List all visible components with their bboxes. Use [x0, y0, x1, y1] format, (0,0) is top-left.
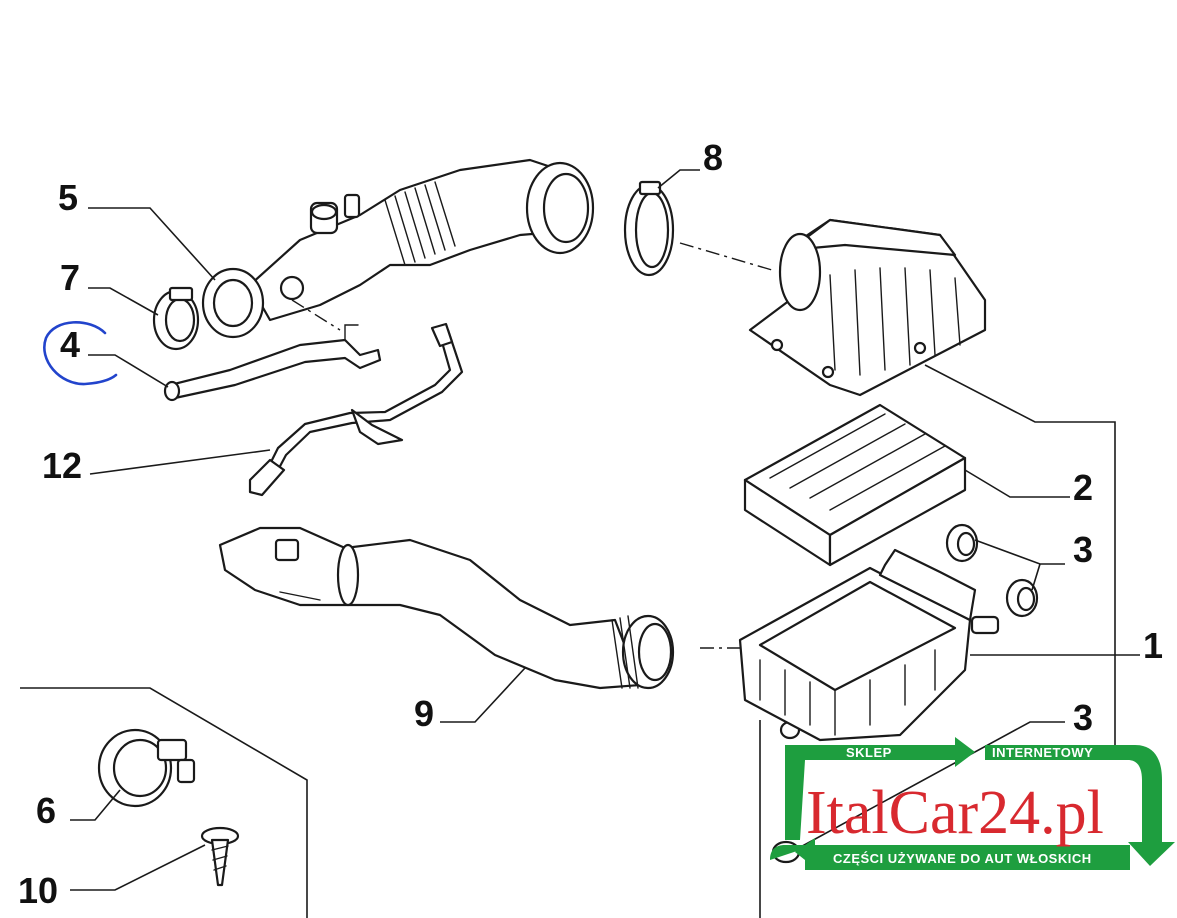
- watermark-bottom: CZĘŚCI UŻYWANE DO AUT WŁOSKICH: [833, 851, 1092, 866]
- part-8-hose-clamp: [623, 180, 675, 277]
- shop-watermark-logo: SKLEP INTERNETOWY ItalCar24.pl CZĘŚCI UŻ…: [770, 737, 1175, 870]
- leader-lines: [70, 169, 1140, 918]
- callout-8: 8: [703, 137, 723, 178]
- watermark-top-left: SKLEP: [846, 745, 892, 760]
- part-2-air-filter: [743, 403, 967, 567]
- callout-6: 6: [36, 790, 56, 831]
- callout-3-upper: 3: [1073, 529, 1093, 570]
- callout-12: 12: [42, 445, 82, 486]
- part-7-hose-clamp: [152, 286, 200, 351]
- part-9-air-duct: [218, 526, 675, 690]
- callout-1: 1: [1143, 625, 1163, 666]
- part-10-screw: [200, 826, 240, 887]
- callout-9: 9: [414, 693, 434, 734]
- callout-10: 10: [18, 870, 58, 911]
- inset-frame: [20, 687, 308, 918]
- callout-7: 7: [60, 257, 80, 298]
- part-6-clamp: [97, 728, 196, 808]
- callout-5: 5: [58, 177, 78, 218]
- part-12-breather-pipe: [248, 322, 464, 497]
- hand-drawn-circle-annotation: [43, 321, 118, 386]
- part-air-box-cover: [748, 218, 987, 397]
- part-5-intake-pipe: [201, 158, 595, 339]
- watermark-top-right: INTERNETOWY: [992, 745, 1093, 760]
- part-1-air-box-lower: [738, 548, 1000, 742]
- part-4-vent-hose: [163, 324, 382, 402]
- callout-2: 2: [1073, 467, 1093, 508]
- callout-3-lower: 3: [1073, 697, 1093, 738]
- watermark-brand: ItalCar24.pl: [806, 779, 1104, 847]
- callout-4: 4: [60, 324, 80, 365]
